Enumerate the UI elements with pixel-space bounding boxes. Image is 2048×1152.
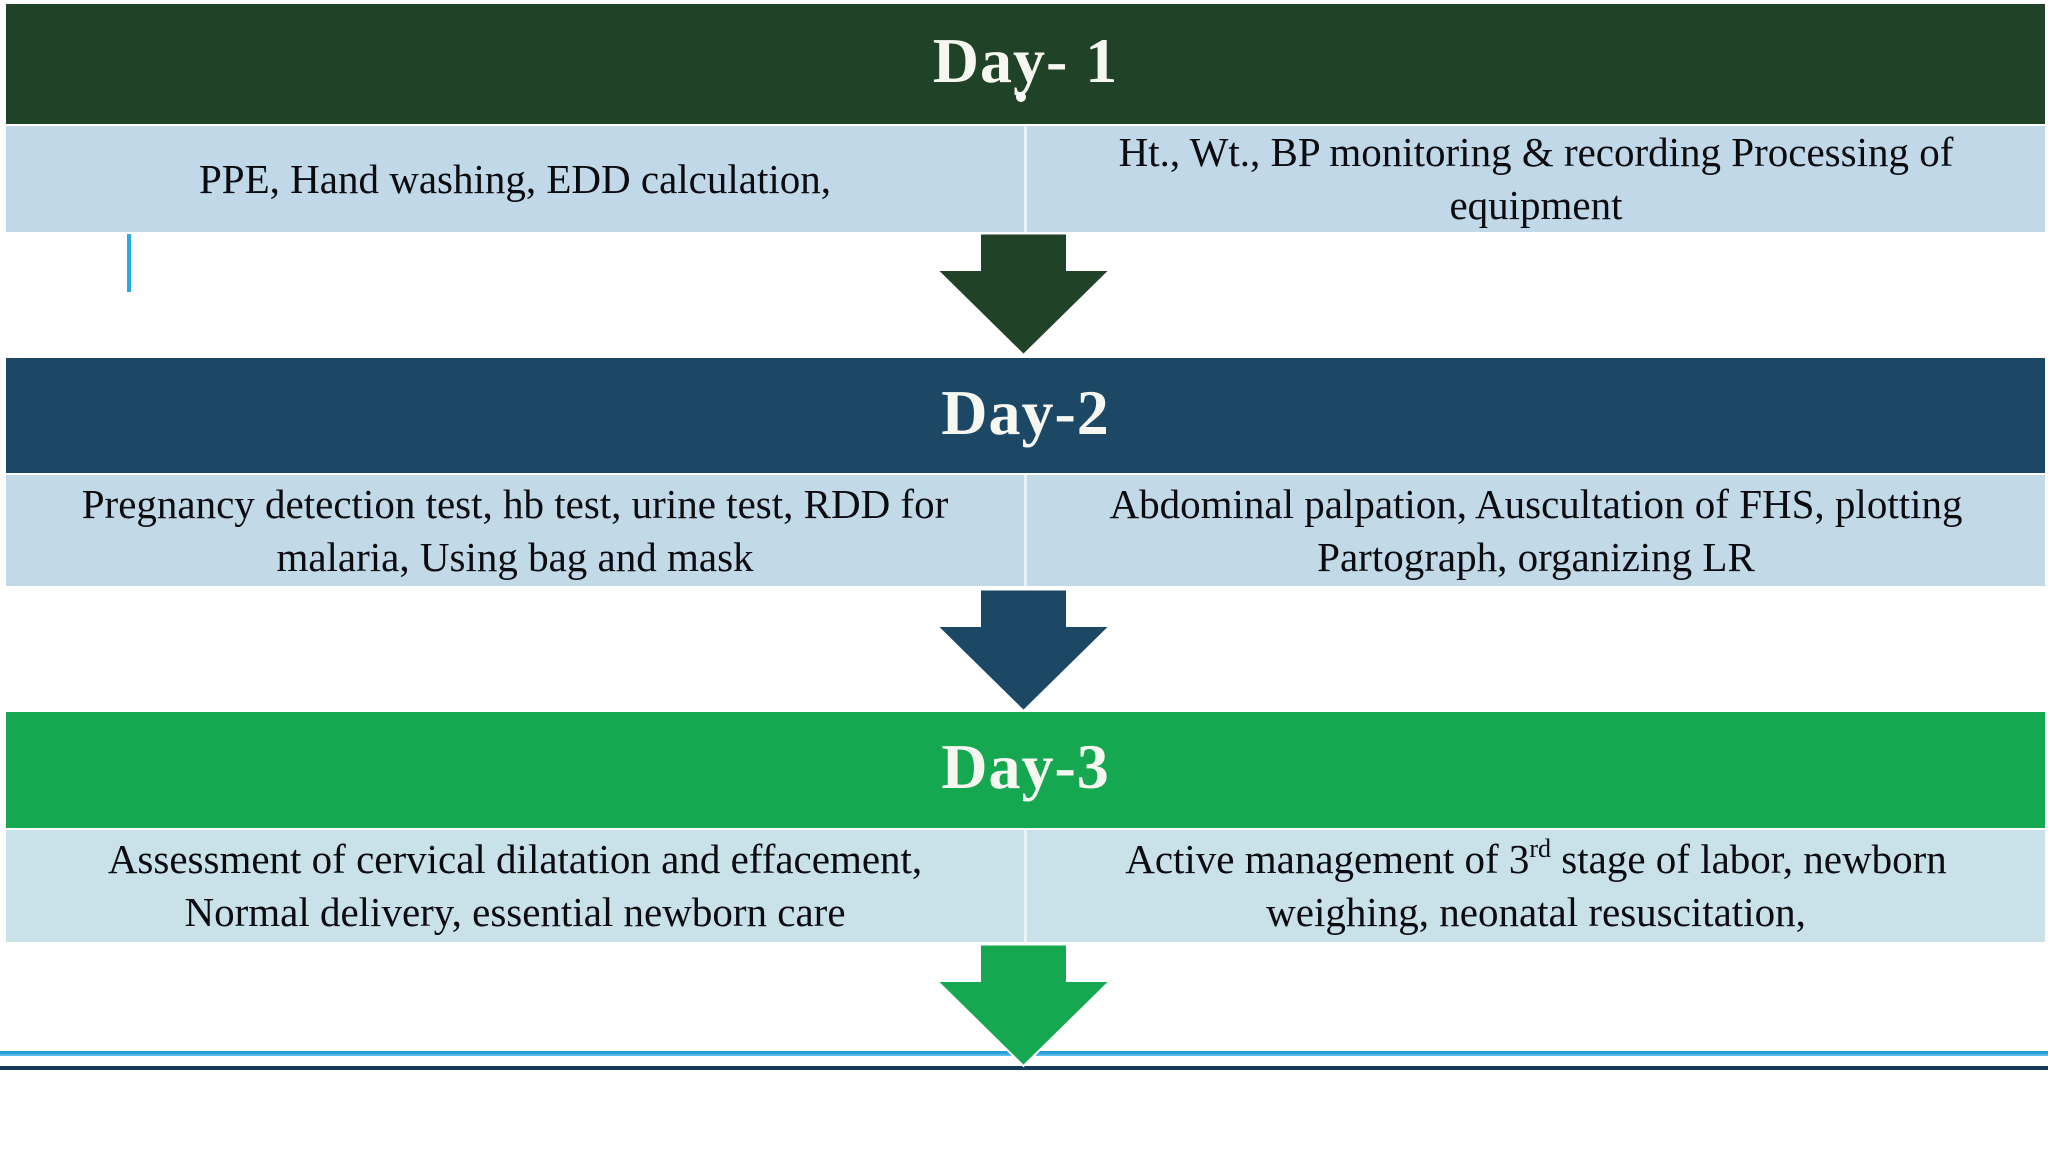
day3-content-row: Assessment of cervical dilatation and ef… xyxy=(6,830,2045,942)
day2-right-text-line1: Abdominal palpation, Auscultation of FHS… xyxy=(1109,480,1963,527)
day3-left-text-line2: Normal delivery, essential newborn care xyxy=(184,889,846,935)
day2-right-cell: Abdominal palpation, Auscultation of FHS… xyxy=(1027,475,2045,586)
cell-divider xyxy=(1024,475,1027,586)
day1-title: Day- 1 xyxy=(932,25,1119,96)
day2-left-text-line2: malaria, Using bag and mask xyxy=(276,533,754,580)
day3-right-cell: Active management of 3rd stage of labor,… xyxy=(1027,830,2045,942)
day3-right-text-line2: weighing, neonatal resuscitation, xyxy=(1266,889,1806,935)
down-arrow-day1-to-day2 xyxy=(935,232,1112,357)
day1-right-text-line1: Ht., Wt., BP monitoring & recording Proc… xyxy=(1118,129,1954,175)
day2-left-cell: Pregnancy detection test, hb test, urine… xyxy=(6,475,1024,586)
day3-left-text-line1: Assessment of cervical dilatation and ef… xyxy=(107,836,923,882)
day1-right-cell: Ht., Wt., BP monitoring & recording Proc… xyxy=(1027,126,2045,232)
day2-right-text-line2: Partograph, organizing LR xyxy=(1317,533,1755,580)
cell-divider xyxy=(1024,830,1027,942)
day2-content-row: Pregnancy detection test, hb test, urine… xyxy=(6,475,2045,586)
cell-divider xyxy=(1024,126,1027,232)
day3-header-bar: Day-3 xyxy=(6,712,2045,828)
day3-left-cell: Assessment of cervical dilatation and ef… xyxy=(6,830,1024,942)
bottom-accent-line-navy xyxy=(0,1066,2048,1070)
day2-header-bar: Day-2 xyxy=(6,358,2045,473)
day1-header-bar: Day- 1 xyxy=(6,4,2045,124)
day2-title: Day-2 xyxy=(941,376,1110,448)
day1-content-row: PPE, Hand washing, EDD calculation, Ht.,… xyxy=(6,126,2045,232)
ordinal-superscript: rd xyxy=(1529,834,1552,863)
text-cursor-artifact xyxy=(127,234,131,292)
day2-left-text-line1: Pregnancy detection test, hb test, urine… xyxy=(81,480,949,527)
day3-right-text-line1: Active management of 3rd stage of labor,… xyxy=(1125,834,1947,883)
day1-right-text-line2: equipment xyxy=(1449,182,1623,228)
down-arrow-day3-bottom xyxy=(935,943,1112,1068)
day3-title: Day-3 xyxy=(941,731,1110,802)
white-dot-artifact xyxy=(1016,92,1026,102)
day1-left-cell: PPE, Hand washing, EDD calculation, xyxy=(6,126,1024,232)
down-arrow-day2-to-day3 xyxy=(935,588,1112,713)
day1-left-text: PPE, Hand washing, EDD calculation, xyxy=(199,155,831,202)
